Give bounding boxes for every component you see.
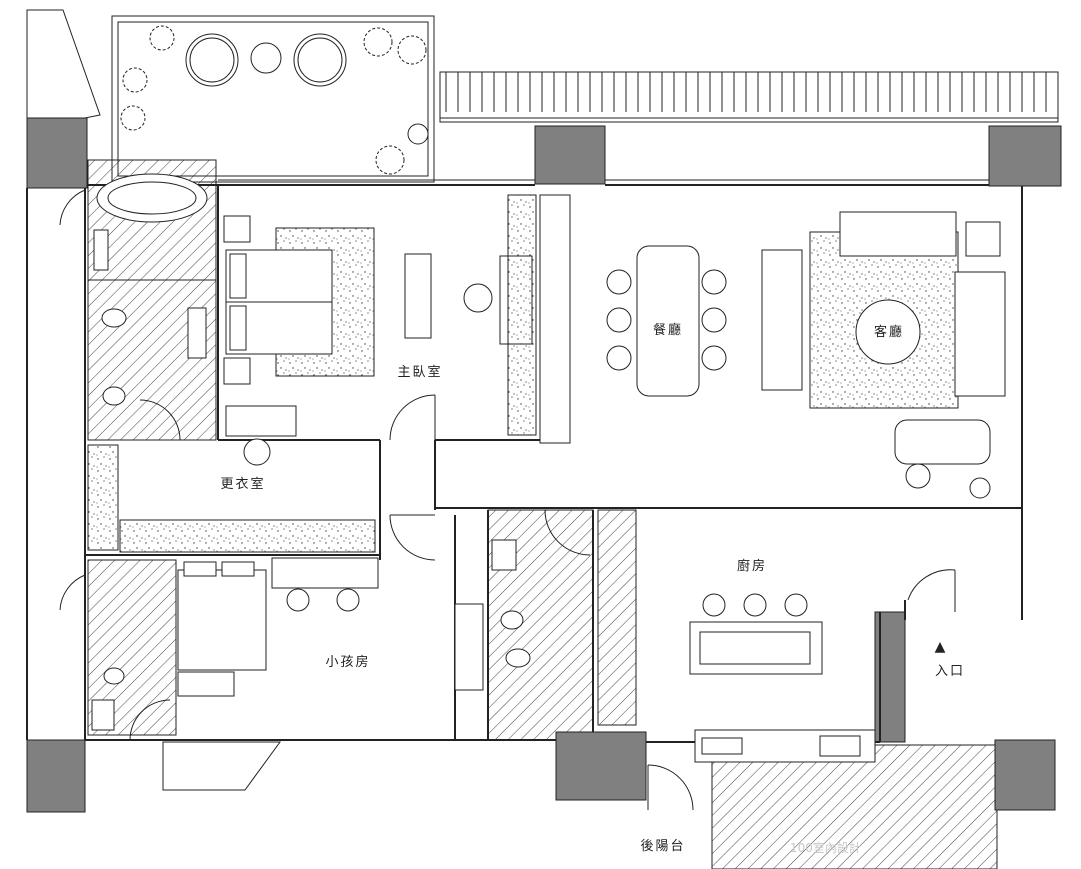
plant-icon [120, 105, 146, 131]
chair-icon [701, 269, 727, 295]
toilet-icon [101, 308, 127, 328]
stool-icon [743, 593, 767, 617]
chair-icon [606, 345, 632, 371]
armchair [954, 271, 1006, 397]
nightstand [223, 357, 251, 385]
coffee-table [855, 299, 921, 365]
top-windows [218, 71, 1059, 181]
label-entrance: 入口 [935, 664, 965, 679]
master-bathroom-wc [87, 279, 217, 441]
label-kids-room: 小孩房 [325, 654, 370, 670]
chair-icon [606, 307, 632, 333]
living-furniture [761, 211, 1006, 499]
stool-icon [336, 588, 360, 612]
chair-icon [701, 307, 727, 333]
plant-icon [363, 27, 393, 57]
dining-furniture [539, 194, 727, 444]
tv-cabinet [761, 249, 803, 391]
entrance-arrow-icon: ▲ [935, 639, 946, 655]
doors [59, 189, 956, 811]
storage-bench [177, 671, 235, 697]
label-living: 客廳 [874, 324, 904, 340]
front-balcony [26, 9, 435, 183]
glass-partition [539, 194, 571, 444]
walk-in-closet [87, 444, 376, 553]
toilet-icon [103, 667, 125, 685]
toilet-icon [102, 386, 126, 406]
kids-room-furniture [91, 557, 379, 791]
toilet-icon [500, 610, 524, 630]
label-kitchen: 廚房 [737, 558, 767, 574]
side-table [965, 221, 1001, 257]
desk [271, 557, 379, 589]
master-bedroom-furniture [223, 194, 537, 466]
closet-cabinet [507, 194, 537, 436]
sofa [839, 211, 957, 257]
plant-icon [122, 67, 148, 93]
kitchen-furniture [689, 593, 876, 763]
columns [26, 117, 1062, 813]
chair-icon [701, 345, 727, 371]
chair-icon [463, 283, 493, 313]
tv-console [404, 253, 432, 339]
plant-icon [397, 35, 427, 65]
rear-balcony-floor [711, 744, 998, 869]
label-dining: 餐廳 [653, 322, 683, 338]
stool-icon [905, 463, 931, 489]
plant-icon [149, 25, 175, 51]
plant-icon [375, 145, 405, 175]
label-rear-balcony: 後陽台 [640, 839, 685, 854]
dining-table [636, 245, 700, 397]
stool-icon [243, 438, 271, 466]
nightstand [223, 215, 251, 243]
washer [454, 603, 484, 691]
recliner [894, 419, 991, 465]
label-master-bedroom: 主臥室 [397, 364, 442, 380]
toilet-icon [505, 648, 531, 668]
room-labels: 主臥室 餐廳 客廳 更衣室 廚房 小孩房 入口 後陽台 [220, 322, 965, 854]
shared-bath-fixtures [454, 539, 531, 691]
plant-icon [407, 123, 429, 145]
watermark: 100室內設計 [790, 840, 861, 855]
kitchen-storage [597, 509, 637, 726]
bed [177, 569, 267, 671]
stool-icon [702, 593, 726, 617]
stool-icon [784, 593, 808, 617]
bay-window [162, 741, 281, 791]
bench [225, 405, 297, 437]
label-walk-in-closet: 更衣室 [220, 476, 265, 492]
plant-icon [969, 477, 991, 499]
master-bath-fixtures [93, 173, 208, 406]
chair-icon [606, 269, 632, 295]
stool-icon [286, 588, 310, 612]
